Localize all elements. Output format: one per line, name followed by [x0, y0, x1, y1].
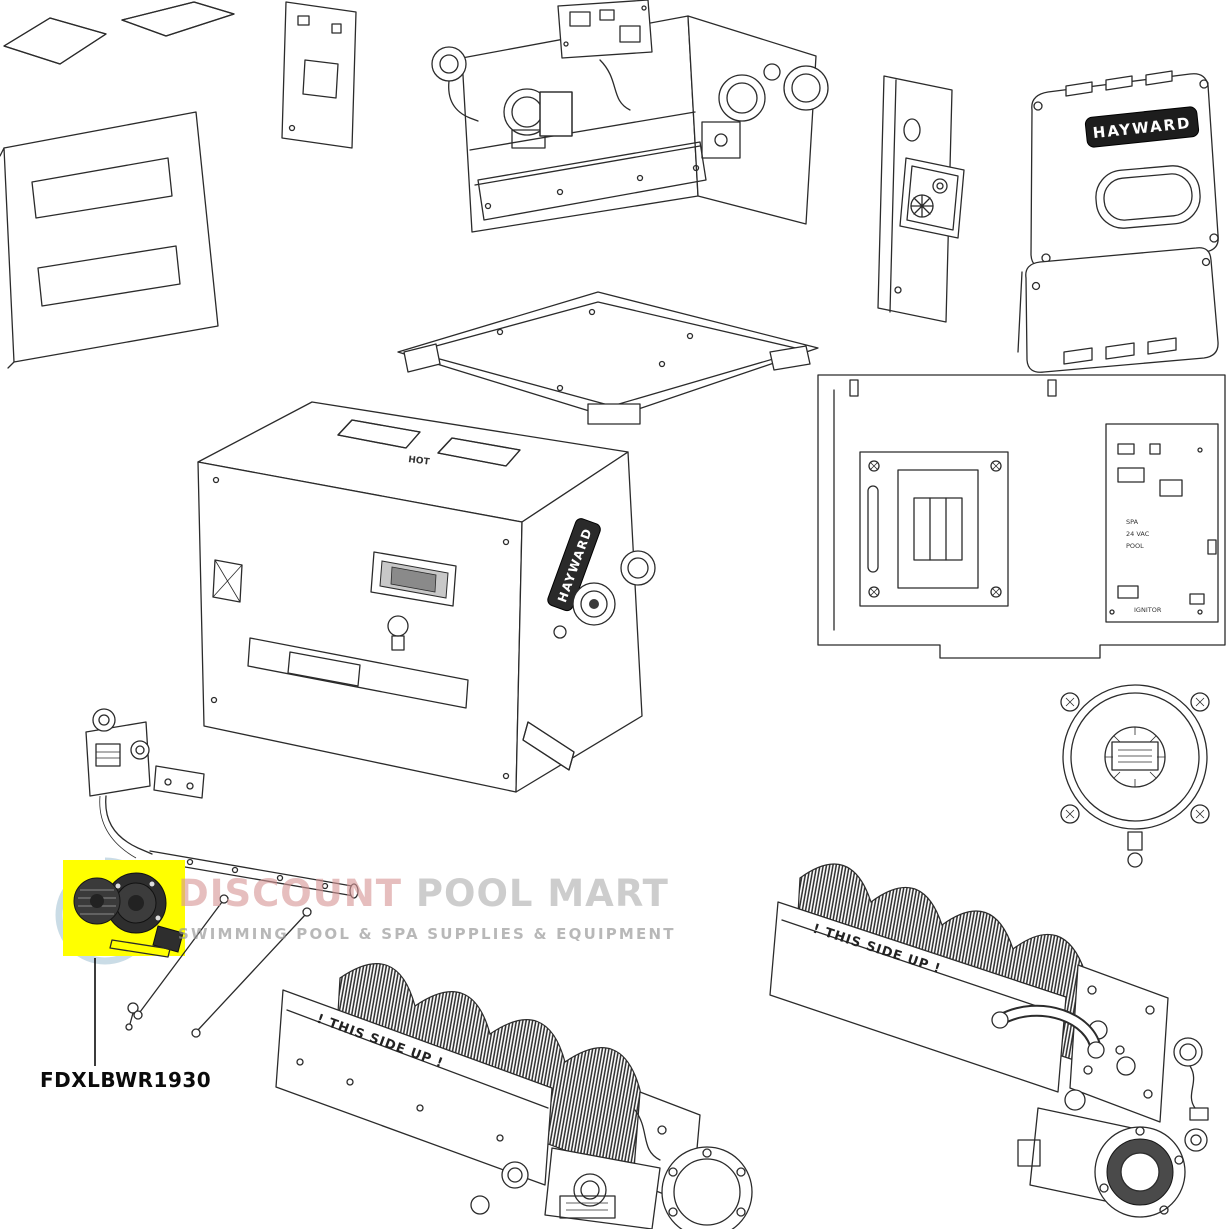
pilot-tubes	[133, 894, 312, 1038]
front-access-door-panel	[0, 111, 219, 369]
upper-side-panel	[281, 1, 357, 149]
hayward-front-jacket-panel: HAYWARD	[1017, 70, 1219, 373]
heat-exchanger-right: ! THIS SIDE UP !	[769, 863, 1169, 1123]
pcb-label-ignitor: IGNITOR	[1134, 606, 1162, 614]
control-plate-transformer-pcb: SPA 24 VAC POOL IGNITOR	[817, 374, 1226, 659]
mounting-bracket-junction-box	[877, 75, 965, 323]
part-number-label[interactable]: FDXLBWR1930	[40, 1068, 212, 1092]
highlighted-blower-part[interactable]	[63, 860, 185, 958]
base-pallet	[397, 291, 819, 425]
hot-surface-label: HOT	[408, 455, 431, 468]
pcb-label-spa: SPA	[1126, 518, 1139, 526]
gas-valve-bottom-right	[1017, 1037, 1209, 1218]
corner-trim-pieces	[3, 1, 235, 65]
gas-valve-and-manifold	[85, 708, 359, 1031]
blower-housing-plate	[1060, 684, 1210, 868]
heater-main-unit: HOT HAYWARD	[197, 401, 656, 793]
pcb-label-pool: POOL	[1126, 542, 1144, 550]
valve-cluster-bottom-center	[470, 1109, 753, 1229]
burner-manifold-assembly	[431, 0, 829, 233]
pcb-label-24vac: 24 VAC	[1126, 530, 1150, 538]
